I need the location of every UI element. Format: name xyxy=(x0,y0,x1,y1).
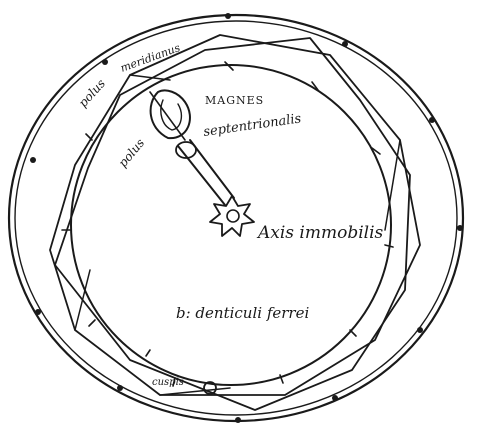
outer-ring-inner-line xyxy=(14,20,458,416)
axle-star xyxy=(209,195,255,237)
label-axis: Axis immobilis xyxy=(256,223,384,243)
magnet xyxy=(149,89,235,206)
label-bottom: cuspis xyxy=(152,377,184,388)
label-magnet: MAGNES xyxy=(205,94,264,107)
outer-ring xyxy=(7,13,465,423)
tooth-square-2 xyxy=(54,37,411,411)
label-pole-top: polus xyxy=(76,76,108,110)
inner-ticks xyxy=(61,61,394,387)
tooth-square-1 xyxy=(49,34,421,396)
label-magnet-sub: septentrionalis xyxy=(202,111,302,140)
rim-chords xyxy=(74,74,401,396)
inner-wheel xyxy=(70,64,392,386)
bottom-knob xyxy=(203,381,217,395)
label-bracket-note: b: denticuli ferrei xyxy=(176,304,309,322)
ring-markers xyxy=(30,13,463,423)
label-pole-left: polus xyxy=(116,136,148,170)
